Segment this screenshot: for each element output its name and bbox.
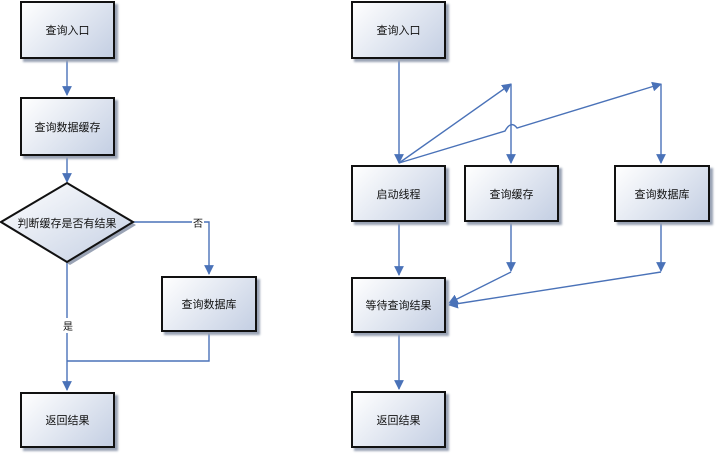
right-start-label: 查询入口 [376,24,421,37]
right-return-label: 返回结果 [376,413,421,427]
right-start-box: 查询入口 [351,1,446,59]
left-query-cache-label: 查询数据缓存 [34,120,101,134]
connector-thread-to-cache [398,83,512,164]
right-query-cache-label: 查询缓存 [489,187,534,201]
right-query-db-box: 查询数据库 [614,165,710,222]
connector-thread-to-db [398,81,662,164]
connector-cache-to-wait [448,271,512,304]
wait-result-box: 等待查询结果 [351,277,446,333]
left-start-label: 查询入口 [45,24,90,37]
no-branch-label: 否 [192,215,204,230]
right-return-box: 返回结果 [351,391,446,448]
connector-decision-no-branch [133,221,214,275]
yes-branch-label: 是 [62,318,74,333]
connector-db-to-return [67,332,210,362]
right-query-cache-box: 查询缓存 [464,165,559,222]
left-query-cache-box: 查询数据缓存 [20,97,115,156]
start-thread-label: 启动线程 [376,187,421,201]
decision-label: 判断缓存是否有结果 [17,217,117,230]
left-return-label: 返回结果 [45,414,90,427]
wait-result-label: 等待查询结果 [365,299,432,312]
left-return-box: 返回结果 [20,392,115,448]
start-thread-box: 启动线程 [351,165,446,222]
decision-diamond [0,181,135,264]
right-query-db-label: 查询数据库 [634,187,690,201]
connector-db-to-wait [448,271,662,309]
left-start-box: 查询入口 [20,1,115,59]
left-query-db-box: 查询数据库 [161,276,257,332]
left-query-db-label: 查询数据库 [181,298,237,311]
